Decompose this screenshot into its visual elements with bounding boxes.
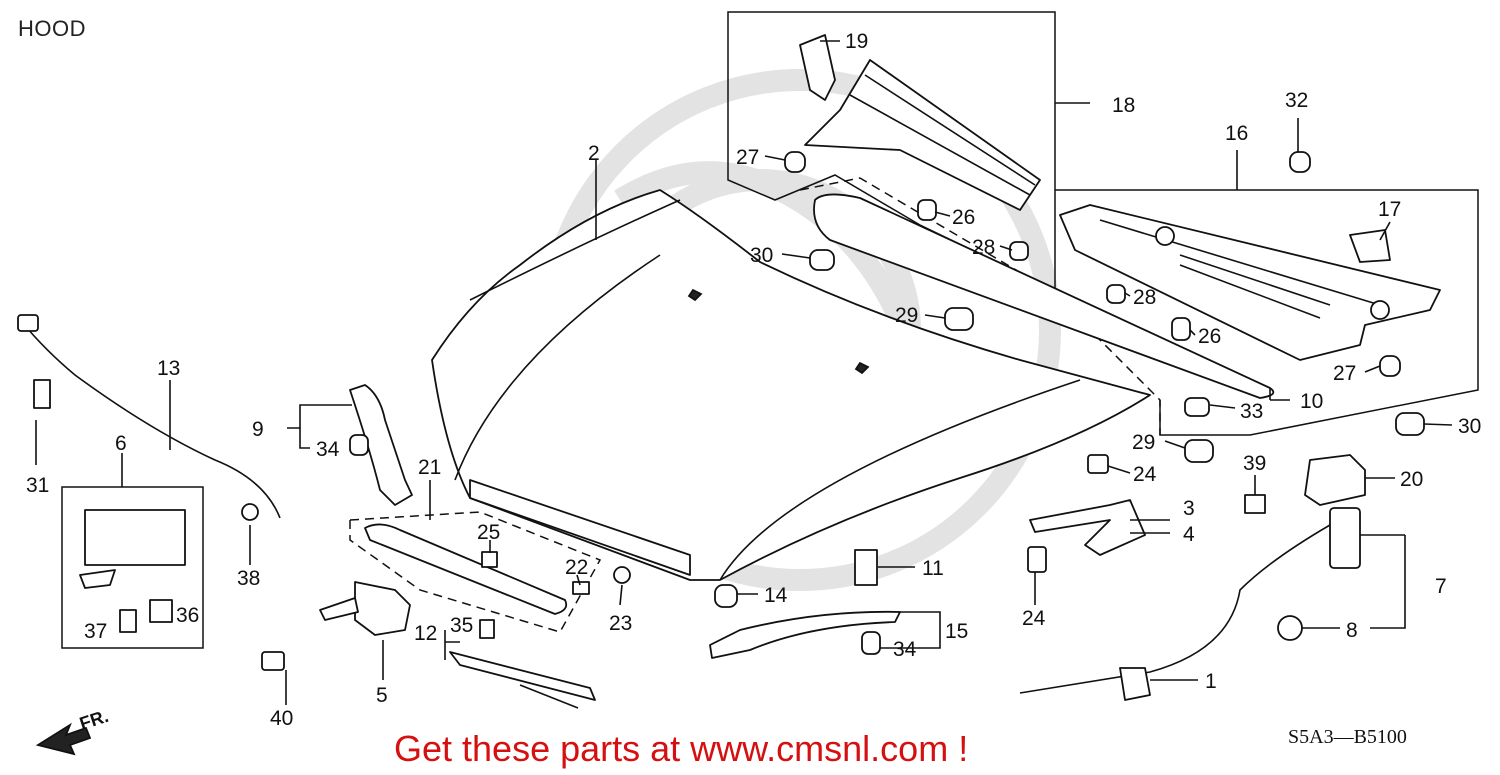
direction-label: FR. bbox=[77, 706, 111, 734]
callout-28-upper: 28 bbox=[972, 236, 995, 259]
callout-32: 32 bbox=[1285, 89, 1308, 112]
striker-plate bbox=[1304, 454, 1366, 506]
group-box-18 bbox=[727, 11, 1056, 292]
hood-hinge-15 bbox=[709, 610, 901, 659]
callout-29-upper: 29 bbox=[895, 304, 918, 327]
hood-latch bbox=[354, 581, 411, 636]
hood-support-rod bbox=[449, 651, 596, 701]
callout-15: 15 bbox=[945, 620, 968, 643]
callout-1: 1 bbox=[1205, 670, 1217, 693]
callout-5: 5 bbox=[376, 684, 388, 707]
callout-22: 22 bbox=[565, 556, 588, 579]
callout-26-lower: 26 bbox=[1198, 325, 1221, 348]
callout-34-lower: 34 bbox=[893, 638, 917, 661]
callout-27-lower: 27 bbox=[1333, 362, 1356, 385]
cowl-top-cover bbox=[804, 59, 1041, 211]
callout-19: 19 bbox=[845, 30, 868, 53]
callout-14: 14 bbox=[764, 584, 788, 607]
callout-labels: 1 2 3 4 5 6 7 8 9 10 11 12 13 14 15 16 1… bbox=[26, 30, 1481, 730]
callout-29-lower: 29 bbox=[1132, 431, 1155, 454]
callout-21: 21 bbox=[418, 456, 441, 479]
callout-16: 16 bbox=[1225, 122, 1248, 145]
callout-2: 2 bbox=[588, 142, 600, 165]
callout-35: 35 bbox=[450, 614, 473, 637]
callout-37: 37 bbox=[84, 620, 107, 643]
callout-18: 18 bbox=[1112, 94, 1135, 117]
callout-30-upper: 30 bbox=[750, 244, 773, 267]
callout-3: 3 bbox=[1183, 497, 1195, 520]
callout-40: 40 bbox=[270, 707, 293, 730]
callout-25: 25 bbox=[477, 521, 500, 544]
callout-8: 8 bbox=[1346, 619, 1358, 642]
front-seal-strip bbox=[364, 523, 568, 615]
hinge-bracket bbox=[349, 384, 413, 506]
promo-link[interactable]: Get these parts at www.cmsnl.com ! bbox=[394, 728, 969, 769]
callout-10: 10 bbox=[1300, 390, 1323, 413]
callout-27-upper: 27 bbox=[736, 146, 759, 169]
callout-7: 7 bbox=[1435, 575, 1447, 598]
callout-34-upper: 34 bbox=[316, 438, 340, 461]
callout-17: 17 bbox=[1378, 198, 1401, 221]
callout-38: 38 bbox=[237, 567, 260, 590]
callout-28-lower: 28 bbox=[1133, 286, 1156, 309]
cowl-seal bbox=[813, 193, 1275, 399]
leader-lines bbox=[35, 40, 1453, 705]
cowl-grille bbox=[1059, 204, 1441, 361]
latch-bracket bbox=[1029, 499, 1146, 556]
callout-31: 31 bbox=[26, 474, 49, 497]
callout-24-upper: 24 bbox=[1133, 463, 1157, 486]
hood-panel bbox=[431, 189, 1151, 581]
release-cable-long bbox=[1019, 524, 1331, 694]
callout-33: 33 bbox=[1240, 400, 1263, 423]
callout-11: 11 bbox=[922, 557, 944, 580]
group-box-21 bbox=[349, 511, 602, 633]
hood-release-cable bbox=[21, 321, 281, 519]
callout-6: 6 bbox=[115, 432, 127, 455]
page-title: HOOD bbox=[18, 16, 86, 41]
callout-24-lower: 24 bbox=[1022, 607, 1046, 630]
diagram-code: S5A3—B5100 bbox=[1288, 726, 1407, 748]
callout-9: 9 bbox=[252, 418, 264, 441]
callout-36: 36 bbox=[176, 604, 199, 627]
callout-26-upper: 26 bbox=[952, 206, 975, 229]
callout-12: 12 bbox=[414, 622, 437, 645]
callout-4: 4 bbox=[1183, 523, 1195, 546]
callout-39: 39 bbox=[1243, 452, 1266, 475]
group-box-6 bbox=[61, 486, 204, 649]
callout-13: 13 bbox=[157, 357, 180, 380]
callout-23: 23 bbox=[609, 612, 632, 635]
front-direction-arrow: FR. bbox=[35, 706, 111, 756]
callout-20: 20 bbox=[1400, 468, 1423, 491]
callout-30-lower: 30 bbox=[1458, 415, 1481, 438]
